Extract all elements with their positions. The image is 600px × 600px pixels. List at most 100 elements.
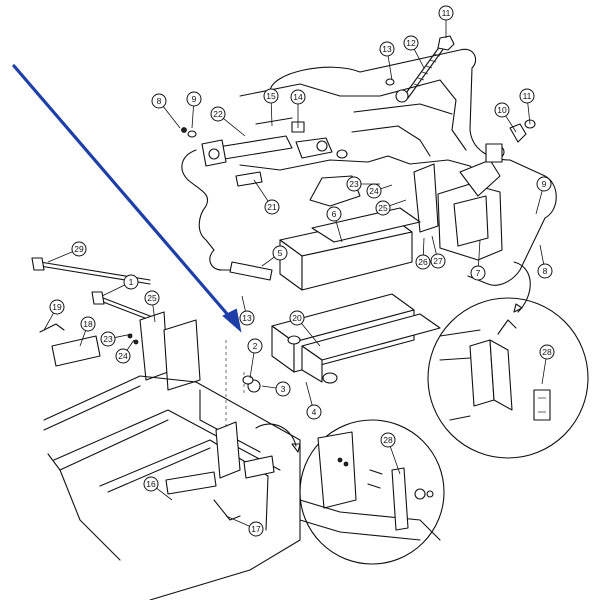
bolt-8a bbox=[181, 127, 187, 133]
callout-c23b: 23 bbox=[100, 331, 133, 347]
callout-c25b: 25 bbox=[144, 290, 160, 323]
callout-c23a: 23 bbox=[346, 176, 380, 192]
bracket-hinge bbox=[459, 159, 501, 197]
callout-balloon bbox=[247, 338, 263, 354]
callout-number: 18 bbox=[83, 319, 93, 329]
detail-view-bottom bbox=[299, 419, 445, 565]
detail-view-right bbox=[427, 297, 589, 459]
callout-number: 24 bbox=[118, 351, 128, 361]
callout-balloon bbox=[380, 432, 396, 448]
callout-balloon bbox=[438, 5, 454, 21]
callout-balloon bbox=[144, 290, 160, 306]
callout-leader bbox=[541, 358, 547, 385]
callout-c18: 18 bbox=[79, 316, 96, 347]
callout-c24a: 24 bbox=[366, 183, 393, 199]
callout-balloon bbox=[326, 206, 342, 222]
callout-balloon bbox=[239, 310, 255, 326]
callout-balloon bbox=[470, 265, 486, 281]
callout-leader bbox=[241, 295, 246, 312]
callout-number: 24 bbox=[369, 186, 379, 196]
callout-balloon bbox=[275, 381, 291, 397]
callout-leader bbox=[101, 284, 125, 297]
callout-balloon bbox=[539, 344, 555, 360]
callout-number: 11 bbox=[523, 91, 532, 101]
callout-balloon bbox=[290, 89, 306, 105]
callout-balloon bbox=[536, 176, 552, 192]
callout-c7: 7 bbox=[470, 239, 486, 281]
long-bolt-head bbox=[31, 257, 45, 271]
callout-leader bbox=[527, 102, 531, 125]
callout-c24b: 24 bbox=[115, 339, 135, 364]
frame-ribbon bbox=[181, 149, 233, 271]
frame-ribbon-4 bbox=[351, 125, 431, 157]
callout-c26: 26 bbox=[415, 237, 431, 270]
callout-number: 2 bbox=[253, 341, 258, 351]
callout-number: 6 bbox=[332, 209, 337, 219]
detail-arrow-right bbox=[513, 261, 531, 313]
callout-balloon bbox=[306, 404, 322, 420]
rod-threads bbox=[413, 53, 441, 87]
callout-c14: 14 bbox=[290, 89, 306, 128]
callout-c13a: 13 bbox=[379, 41, 395, 81]
pointer-arrow bbox=[12, 64, 242, 333]
callout-leader bbox=[305, 381, 313, 406]
callout-leader bbox=[43, 312, 54, 331]
left-bracket bbox=[139, 311, 169, 381]
callout-c28a: 28 bbox=[539, 344, 555, 385]
hinge-block bbox=[485, 143, 503, 163]
callout-leader bbox=[505, 115, 517, 133]
callout-number: 4 bbox=[312, 407, 317, 417]
actuator-bushing bbox=[336, 149, 348, 159]
callout-number: 27 bbox=[433, 256, 443, 266]
callout-c8a: 8 bbox=[151, 93, 181, 129]
washer-24b bbox=[133, 339, 139, 345]
clamp-block bbox=[51, 335, 101, 367]
callout-number: 8 bbox=[157, 96, 162, 106]
callout-leader bbox=[261, 256, 275, 267]
callout-leader bbox=[422, 237, 425, 256]
side-plate-face bbox=[453, 195, 489, 247]
callout-leader bbox=[249, 352, 255, 379]
pin-15 bbox=[255, 117, 293, 125]
callout-leader bbox=[431, 235, 437, 255]
callout-leader bbox=[380, 184, 393, 190]
bolt-1-head bbox=[91, 291, 105, 305]
callout-number: 25 bbox=[378, 203, 388, 213]
callout-balloon bbox=[248, 521, 264, 537]
callout-c19: 19 bbox=[43, 299, 65, 331]
callout-balloon bbox=[289, 310, 305, 326]
callout-number: 1 bbox=[129, 277, 134, 287]
pin-21 bbox=[235, 171, 263, 187]
frame-ribbon-3 bbox=[309, 175, 361, 207]
callout-leader bbox=[156, 487, 173, 501]
callout-balloon bbox=[379, 41, 395, 57]
callout-balloon bbox=[263, 88, 279, 104]
callout-leader bbox=[162, 106, 181, 129]
callout-number: 19 bbox=[52, 302, 62, 312]
callout-balloon bbox=[346, 176, 362, 192]
callout-number: 13 bbox=[382, 44, 392, 54]
callout-number: 13 bbox=[242, 313, 252, 323]
detail-arrow-bottom-head bbox=[291, 443, 301, 453]
callout-leader bbox=[79, 330, 86, 347]
bolt-1-edge bbox=[97, 299, 151, 321]
callout-number: 3 bbox=[281, 384, 286, 394]
callout-leader bbox=[270, 102, 273, 127]
callout-leader bbox=[114, 333, 133, 338]
callout-c12: 12 bbox=[403, 35, 425, 69]
pin-19 bbox=[39, 323, 65, 333]
tube-end-cap-2 bbox=[287, 335, 301, 345]
callout-leader bbox=[387, 55, 393, 81]
callout-c22: 22 bbox=[210, 106, 246, 137]
callout-balloon bbox=[49, 299, 65, 315]
actuator-pin bbox=[208, 148, 220, 160]
detail-arrow-right-head bbox=[513, 303, 523, 313]
callout-number: 28 bbox=[383, 435, 393, 445]
hex-nut-top bbox=[437, 35, 455, 51]
callout-number: 20 bbox=[292, 313, 302, 323]
callout-number: 12 bbox=[406, 38, 416, 48]
callout-number: 9 bbox=[542, 179, 547, 189]
callout-balloon bbox=[264, 199, 280, 215]
